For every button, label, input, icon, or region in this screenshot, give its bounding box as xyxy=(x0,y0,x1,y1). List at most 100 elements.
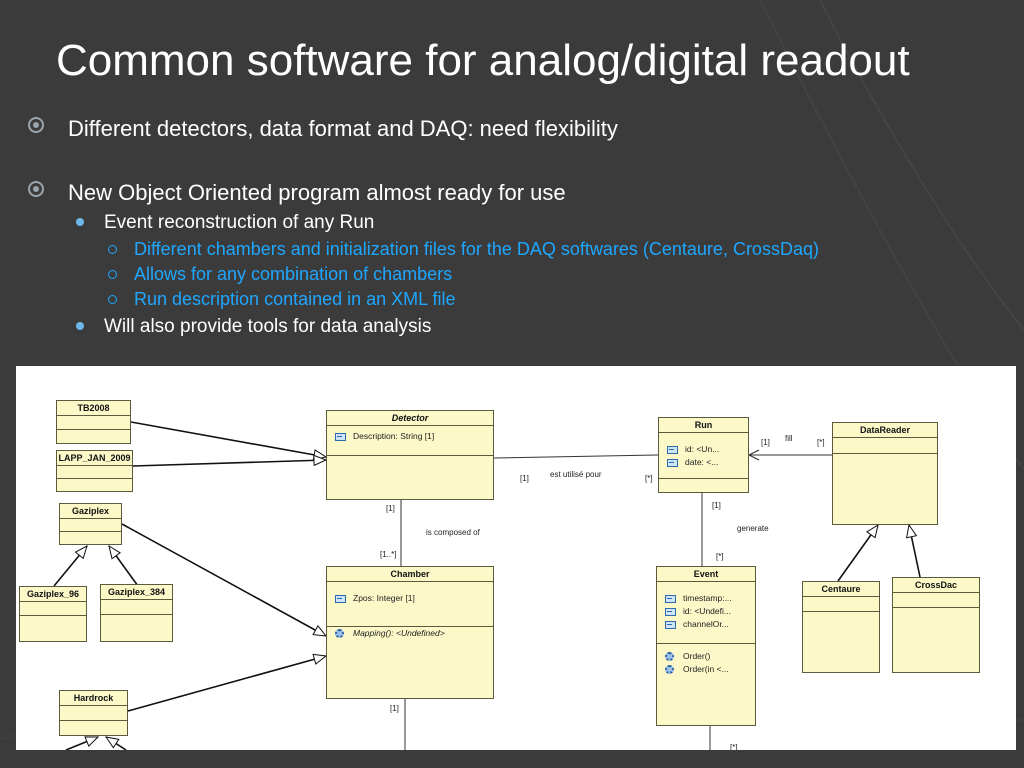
multiplicity-label: [1] xyxy=(390,704,399,713)
bullet-chambers-init: Different chambers and initialization fi… xyxy=(108,239,819,260)
operation-order-in: Order(in <... xyxy=(657,663,755,676)
class-operations xyxy=(327,456,493,470)
attribute-icon xyxy=(335,595,346,603)
multiplicity-label: [1] xyxy=(386,504,395,513)
gaziplex96-generalization xyxy=(53,546,87,587)
class-name: Gaziplex_384 xyxy=(101,585,172,600)
crossdac-generalization xyxy=(909,525,921,578)
bullet-marker-icon xyxy=(28,117,44,133)
class-operations xyxy=(893,608,979,623)
class-detector: Detector Description: String [1] xyxy=(326,410,494,500)
centaure-generalization xyxy=(837,525,878,582)
bullet-text: Run description contained in an XML file xyxy=(134,289,456,309)
class-chamber: Chamber Zpos: Integer [1] Mapping(): <Un… xyxy=(326,566,494,699)
bullet-text: New Object Oriented program almost ready… xyxy=(68,180,566,205)
multiplicity-label: [1..*] xyxy=(380,550,397,559)
class-name: Chamber xyxy=(327,567,493,582)
bullet-text: Different detectors, data format and DAQ… xyxy=(68,116,618,141)
class-name: Hardrock xyxy=(60,691,127,706)
attribute-id: id: <Un... xyxy=(659,443,748,456)
class-gaziplex-384: Gaziplex_384 xyxy=(100,584,173,642)
hardrock-sub-generalization-a xyxy=(65,736,98,750)
operation-gear-icon xyxy=(665,652,674,661)
bullet-analysis-tools: Will also provide tools for data analysi… xyxy=(76,316,432,338)
bullet-text: Different chambers and initialization fi… xyxy=(134,239,819,259)
attribute-date: date: <... xyxy=(659,456,748,469)
bullet-marker-icon xyxy=(76,322,84,330)
class-attributes xyxy=(893,593,979,608)
class-attributes xyxy=(57,466,132,479)
class-name: Gaziplex_96 xyxy=(20,587,86,602)
class-attributes xyxy=(60,519,121,532)
multiplicity-label: [*] xyxy=(645,474,653,483)
gaziplex384-generalization xyxy=(109,546,139,587)
operation-order: Order() xyxy=(657,650,755,663)
class-name: DataReader xyxy=(833,423,937,438)
attribute-timestamp: timestamp:... xyxy=(657,592,755,605)
bullet-marker-icon xyxy=(76,218,84,226)
class-event: Event timestamp:... id: <Undefi... chann… xyxy=(656,566,756,726)
class-attributes xyxy=(60,706,127,721)
multiplicity-label: [1] xyxy=(712,501,721,510)
class-operations xyxy=(57,479,132,492)
class-operations xyxy=(60,721,127,736)
class-operations xyxy=(57,430,130,444)
attribute-icon xyxy=(665,595,676,603)
class-name: Detector xyxy=(327,411,493,426)
attribute-id: id: <Undefi... xyxy=(657,605,755,618)
bullet-oo-program: New Object Oriented program almost ready… xyxy=(28,180,566,206)
class-name: Centaure xyxy=(803,582,879,597)
class-name: Gaziplex xyxy=(60,504,121,519)
lapp-generalization xyxy=(132,460,326,467)
class-gaziplex-96: Gaziplex_96 xyxy=(19,586,87,642)
class-gaziplex: Gaziplex xyxy=(59,503,122,545)
class-operations xyxy=(803,612,879,627)
association-label: est utilisé pour xyxy=(550,470,602,479)
operation-gear-icon xyxy=(665,665,674,674)
multiplicity-label: [*] xyxy=(730,743,738,750)
class-crossdac: CrossDac xyxy=(892,577,980,673)
multiplicity-label: [1] xyxy=(520,474,529,483)
class-hardrock: Hardrock xyxy=(59,690,128,736)
attribute-icon xyxy=(667,459,678,467)
bullet-event-reconstruction: Event reconstruction of any Run xyxy=(76,212,375,234)
attribute-channel-order: channelOr... xyxy=(657,618,755,631)
hardrock-sub-generalization-b xyxy=(106,737,127,750)
slide-title: Common software for analog/digital reado… xyxy=(56,36,910,85)
attribute-zpos: Zpos: Integer [1] xyxy=(327,592,493,605)
bullet-marker-icon xyxy=(108,295,117,304)
bullet-text: Will also provide tools for data analysi… xyxy=(104,316,432,337)
detector-run-association xyxy=(493,454,659,459)
diagram-connectors xyxy=(53,421,921,750)
tb2008-generalization xyxy=(130,421,326,457)
class-attributes xyxy=(20,602,86,616)
class-attributes: id: <Un... date: <... xyxy=(659,433,748,479)
class-operations: Order() Order(in <... xyxy=(657,644,755,684)
class-attributes xyxy=(833,438,937,454)
bullet-xml: Run description contained in an XML file xyxy=(108,289,456,310)
class-run: Run id: <Un... date: <... xyxy=(658,417,749,493)
bullet-marker-icon xyxy=(108,270,117,279)
gaziplex-chamber-generalization xyxy=(121,523,326,637)
class-operations xyxy=(659,479,748,493)
multiplicity-label: [*] xyxy=(716,552,724,561)
class-datareader: DataReader xyxy=(832,422,938,525)
class-operations xyxy=(833,454,937,470)
bullet-text: Event reconstruction of any Run xyxy=(104,212,375,233)
attribute-description: Description: String [1] xyxy=(327,430,493,443)
multiplicity-label: [1] xyxy=(761,438,770,447)
class-attributes xyxy=(803,597,879,612)
class-name: Event xyxy=(657,567,755,582)
operation-gear-icon xyxy=(335,629,344,638)
class-attributes xyxy=(57,416,130,430)
bullet-flexibility: Different detectors, data format and DAQ… xyxy=(28,116,618,142)
class-name: CrossDac xyxy=(893,578,979,593)
bullet-marker-icon xyxy=(108,245,117,254)
class-attributes: timestamp:... id: <Undefi... channelOr..… xyxy=(657,582,755,644)
class-name: Run xyxy=(659,418,748,433)
class-centaure: Centaure xyxy=(802,581,880,673)
class-attributes: Zpos: Integer [1] xyxy=(327,582,493,627)
bullet-text: Allows for any combination of chambers xyxy=(134,264,453,284)
bullet-combination: Allows for any combination of chambers xyxy=(108,264,453,285)
class-operations xyxy=(20,616,86,630)
